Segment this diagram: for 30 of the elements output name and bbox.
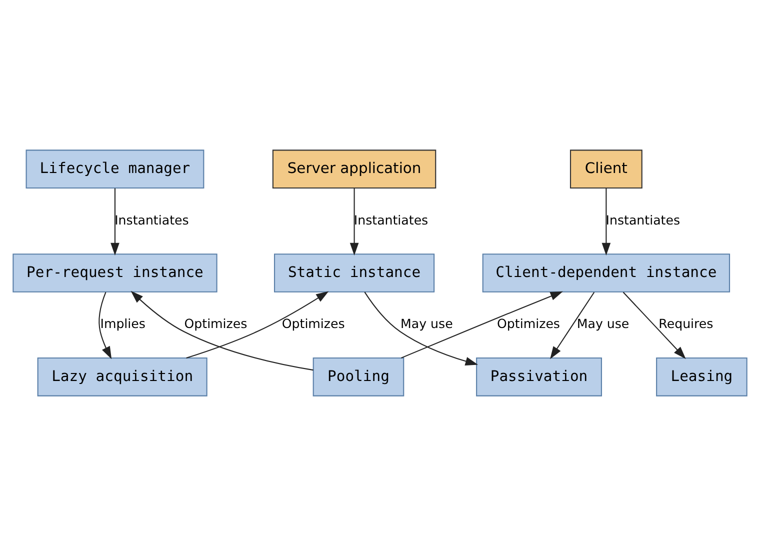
arrow	[186, 290, 329, 358]
node-box: Lifecycle manager	[26, 149, 204, 188]
edge-label: Requires	[658, 316, 714, 331]
node-box: Per-request instance	[12, 253, 218, 292]
edge-label: Optimizes	[184, 316, 248, 331]
arrow	[130, 290, 314, 370]
node-box: Client-dependent instance	[482, 253, 730, 292]
edge-label: Instantiates	[114, 212, 189, 227]
edge-label: Optimizes	[497, 316, 560, 331]
node-box: Lazy acquisition	[37, 357, 208, 396]
node-box: Pooling	[312, 357, 404, 396]
edge-label: May use	[400, 316, 453, 331]
node-box: Server application	[272, 149, 436, 188]
arrow	[110, 188, 120, 255]
node-box: Static instance	[274, 253, 435, 292]
arrow	[98, 292, 112, 359]
node-box: Leasing	[656, 357, 748, 396]
arrow	[364, 291, 478, 366]
edge-label: Implies	[100, 316, 146, 331]
edge-label: Instantiates	[354, 212, 428, 227]
arrow	[550, 291, 595, 359]
node-box: Passivation	[476, 357, 602, 396]
arrow	[350, 188, 359, 255]
edge-label: May use	[576, 316, 630, 331]
edge-label: Optimizes	[282, 316, 345, 331]
arrow	[400, 290, 563, 358]
node-box: Client	[570, 149, 642, 188]
arrow	[622, 291, 686, 358]
arrow	[602, 188, 611, 255]
edge-label: Instantiates	[606, 212, 680, 227]
